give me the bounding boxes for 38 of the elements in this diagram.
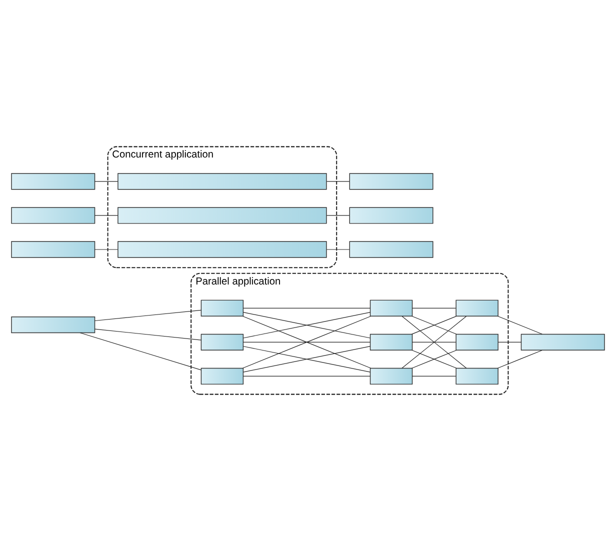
node-box [349, 173, 434, 190]
connector [94, 249, 118, 250]
node-box [456, 368, 498, 385]
node-box [11, 207, 96, 224]
node-box [349, 241, 434, 258]
connector [326, 181, 350, 182]
connector [94, 181, 118, 182]
connector [411, 316, 457, 334]
cluster: Concurrent application [107, 146, 338, 268]
node-box [200, 300, 244, 316]
node-box [456, 334, 498, 350]
node-box [11, 173, 96, 190]
node-box [200, 368, 244, 385]
node-box [370, 334, 413, 350]
connector [326, 215, 350, 216]
connector [243, 346, 370, 372]
node-box [456, 300, 498, 316]
connector [402, 316, 467, 368]
node-box [520, 334, 605, 350]
node-box [11, 241, 96, 258]
connector [497, 350, 542, 369]
node-box [370, 368, 413, 385]
node-box [118, 173, 327, 190]
connector [94, 310, 202, 322]
cluster: Parallel application [190, 272, 509, 395]
node-box [118, 207, 327, 224]
connector [94, 215, 118, 216]
node-box [118, 241, 327, 258]
node-box [349, 207, 434, 224]
connector [94, 328, 202, 340]
connector [326, 249, 350, 250]
node-box [11, 316, 96, 334]
node-box [370, 300, 413, 316]
connector [242, 316, 371, 368]
connector [497, 316, 542, 334]
node-box [200, 334, 244, 350]
connector [80, 332, 202, 370]
connector [243, 312, 370, 338]
